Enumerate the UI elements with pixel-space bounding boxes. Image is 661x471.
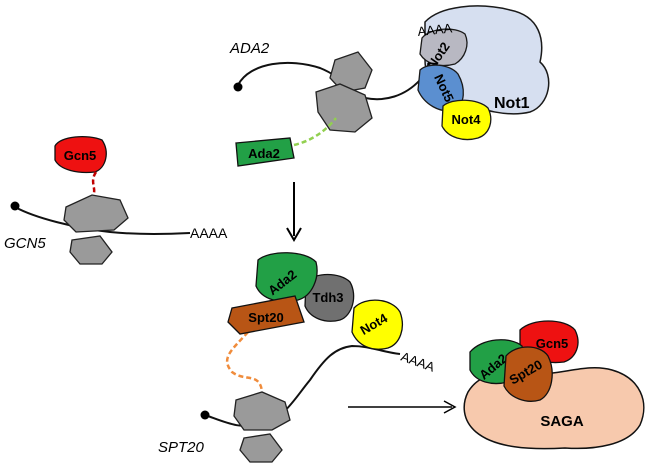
down-arrow	[286, 182, 302, 242]
spt20-mrna-group: Tdh3 Ada2 Spt20 Not4 AAAA SPT20	[158, 252, 437, 463]
gcn5-gene-label: GCN5	[4, 235, 46, 252]
gcn5-cap	[10, 201, 20, 211]
ada2-ribosome-large	[315, 83, 373, 133]
spt20-tether	[225, 331, 264, 393]
gcn5-ribosome-large	[63, 194, 129, 233]
ada2-mrna-group: Not1 Not2 Not5 Not4 AAAA ADA2 Ada2	[229, 5, 550, 167]
not1-label: Not1	[494, 95, 530, 112]
not5-subunit	[417, 64, 464, 112]
spt20-ribosome-small	[239, 433, 283, 463]
ada2-top-label: Ada2	[248, 146, 280, 161]
ada2-polya: AAAA	[417, 20, 453, 39]
saga-label: SAGA	[540, 413, 584, 430]
gcn5-left-label: Gcn5	[64, 148, 97, 163]
gcn5-mrna-strand	[14, 206, 191, 235]
ada2-top-protein	[235, 137, 295, 167]
right-arrow	[348, 400, 457, 414]
ada2-mid-protein	[255, 252, 318, 303]
not2-subunit	[419, 28, 468, 67]
spt20-polya: AAAA	[399, 349, 437, 375]
saga-group: SAGA Gcn5 Ada2 Spt20	[463, 320, 645, 450]
gcn5-polya: AAAA	[190, 225, 228, 241]
tdh3-label: Tdh3	[312, 290, 343, 305]
gcn5-left-protein	[54, 135, 107, 174]
gcn5-mrna-group: Gcn5 AAAA GCN5	[4, 135, 228, 265]
not4-top-subunit	[441, 99, 492, 141]
spt20-saga-protein	[503, 346, 553, 402]
not4-mid-protein	[351, 299, 403, 350]
tdh3-protein	[304, 273, 355, 322]
spt20-mid-protein	[227, 295, 305, 335]
not4-top-label: Not4	[452, 112, 482, 127]
spt20-gene-label: SPT20	[158, 439, 205, 456]
spt20-mid-label: Spt20	[248, 310, 283, 325]
ada2-ribosome-small	[329, 51, 373, 93]
spt20-cap	[200, 410, 210, 420]
gcn5-ribosome-small	[69, 235, 113, 265]
spt20-ribosome-large	[233, 391, 291, 431]
ada2-gene-label: ADA2	[229, 40, 270, 57]
ada2-tether	[293, 117, 337, 147]
gcn5-saga-label: Gcn5	[536, 336, 569, 351]
ada2-cap	[233, 82, 243, 92]
